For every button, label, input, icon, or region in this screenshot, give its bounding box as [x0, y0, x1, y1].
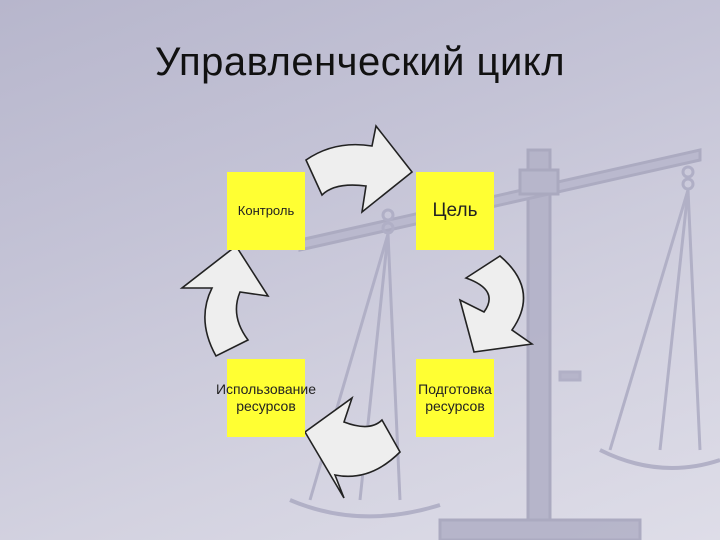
cycle-node-resource-prep-label: Подготовка ресурсов: [418, 380, 492, 415]
cycle-node-goal: Цель: [416, 172, 494, 250]
cycle-node-resource-use-label: Использование ресурсов: [215, 380, 317, 415]
arrow-control-to-goal: [304, 124, 414, 214]
cycle-node-resource-prep: Подготовка ресурсов: [416, 359, 494, 437]
cycle-node-resource-use: Использование ресурсов: [216, 359, 316, 437]
cycle-node-goal-label: Цель: [432, 200, 478, 222]
scales-icon: [289, 148, 720, 540]
slide-title: Управленческий цикл: [154, 40, 566, 84]
arrow-use-to-control: [179, 244, 270, 358]
cycle-node-control-label: Контроль: [237, 202, 295, 218]
cycle-node-control: Контроль: [227, 172, 305, 250]
arrow-goal-to-prep: [458, 255, 535, 353]
arrow-prep-to-use: [303, 395, 401, 499]
